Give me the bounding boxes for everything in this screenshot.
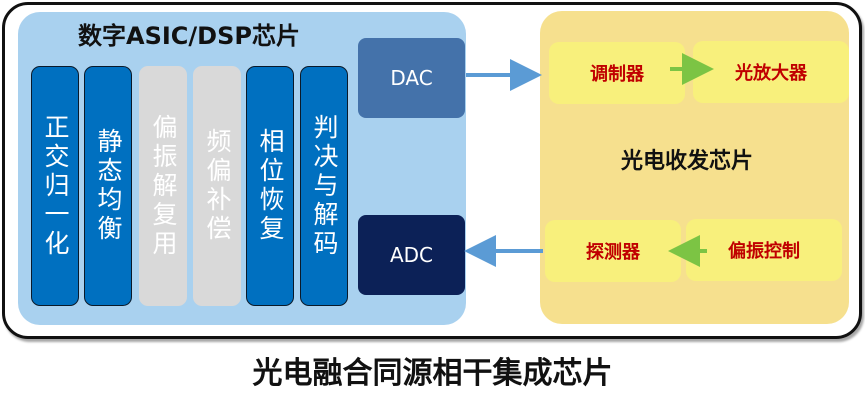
module-decision-decoding[interactable]: 判决与解码 xyxy=(300,66,348,306)
dac-block[interactable]: DAC xyxy=(358,38,465,118)
module-label: 偏振解复用 xyxy=(149,113,178,259)
module-label: 判决与解码 xyxy=(310,113,339,259)
module-label: 静态均衡 xyxy=(94,128,123,244)
module-frequency-offset-compensation[interactable]: 频偏补偿 xyxy=(193,66,241,306)
adc-block[interactable]: ADC xyxy=(358,215,465,295)
diagram-title: 光电融合同源相干集成芯片 xyxy=(252,356,613,391)
optical-chip-title: 光电收发芯片 xyxy=(621,149,754,174)
optical-amplifier-block[interactable]: 光放大器 xyxy=(693,41,849,103)
module-phase-recovery[interactable]: 相位恢复 xyxy=(246,66,294,306)
detector-block[interactable]: 探测器 xyxy=(545,220,681,282)
module-label: 相位恢复 xyxy=(256,128,285,244)
module-label: 正交归一化 xyxy=(41,113,70,259)
dsp-chip-title: 数字ASIC/DSP芯片 xyxy=(78,22,300,50)
module-iq-normalization[interactable]: 正交归一化 xyxy=(31,66,79,306)
module-label: 频偏补偿 xyxy=(203,128,232,244)
modulator-block[interactable]: 调制器 xyxy=(549,42,685,104)
module-static-equalization[interactable]: 静态均衡 xyxy=(84,66,132,306)
polarization-control-block[interactable]: 偏振控制 xyxy=(686,219,842,281)
module-polarization-demux[interactable]: 偏振解复用 xyxy=(139,66,187,306)
